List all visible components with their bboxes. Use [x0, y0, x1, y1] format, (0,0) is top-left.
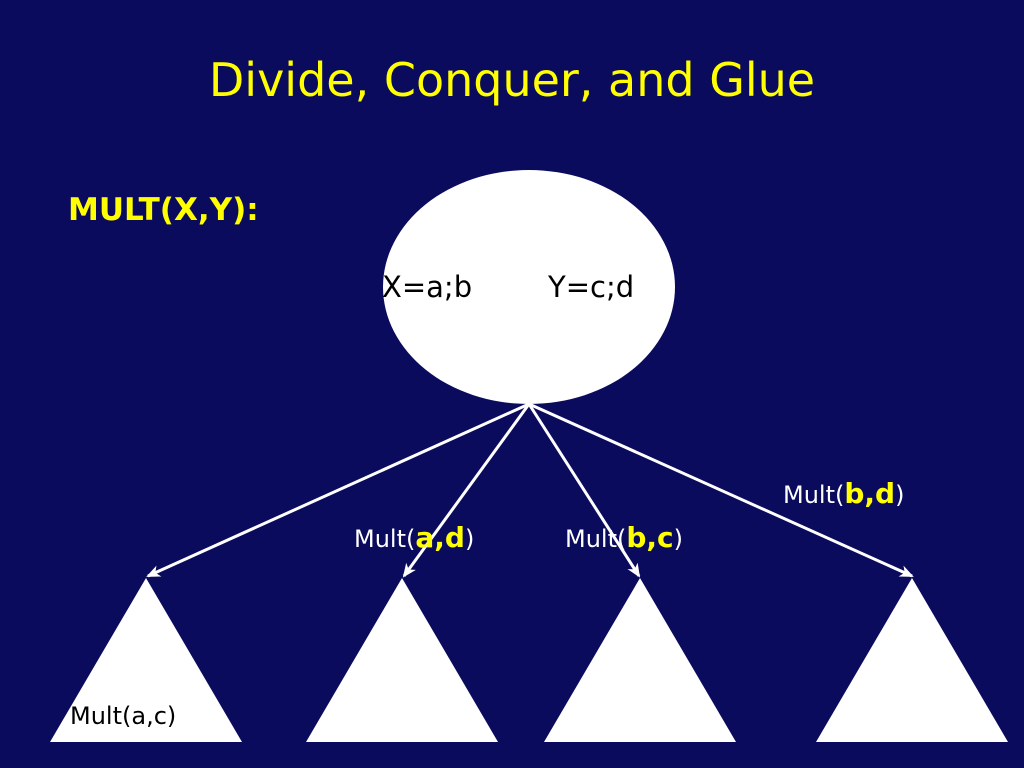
edge-label-mult-b-d: Mult(b,d) [783, 477, 904, 510]
subproblem-triangle-3 [544, 578, 736, 742]
function-heading: MULT(X,Y): [68, 192, 259, 228]
arrow-to-subproblem-4 [528, 402, 914, 578]
edge-label-mult-a-d: Mult(a,d) [354, 521, 474, 554]
edge-label-args: a,d [415, 521, 465, 554]
arrow-to-subproblem-2 [402, 403, 531, 578]
edge-label-suffix: ) [895, 481, 905, 509]
subproblem-triangle-4 [816, 578, 1008, 742]
subproblem-triangle-1 [50, 578, 242, 742]
root-y-label: Y=c;d [548, 270, 635, 304]
subproblem-triangle-2 [306, 578, 498, 742]
root-node [383, 170, 675, 404]
arrow-to-subproblem-1 [146, 402, 530, 578]
edge-label-suffix: ) [673, 525, 684, 553]
edge-label-suffix: ) [464, 525, 475, 553]
root-x-label: X=a;b [382, 270, 473, 304]
edge-label-args: b,c [626, 521, 674, 554]
edge-label-args: b,d [844, 477, 896, 510]
edge-label-prefix: Mult( [783, 481, 845, 509]
arrow-to-subproblem-3 [527, 403, 641, 578]
edge-label-mult-b-c: Mult(b,c) [565, 521, 683, 554]
edge-label-prefix: Mult( [354, 525, 416, 553]
edge-label-prefix: Mult( [565, 525, 627, 553]
slide-title: Divide, Conquer, and Glue [208, 53, 816, 107]
leaf-label-mult-a-c: Mult(a,c) [70, 702, 177, 730]
